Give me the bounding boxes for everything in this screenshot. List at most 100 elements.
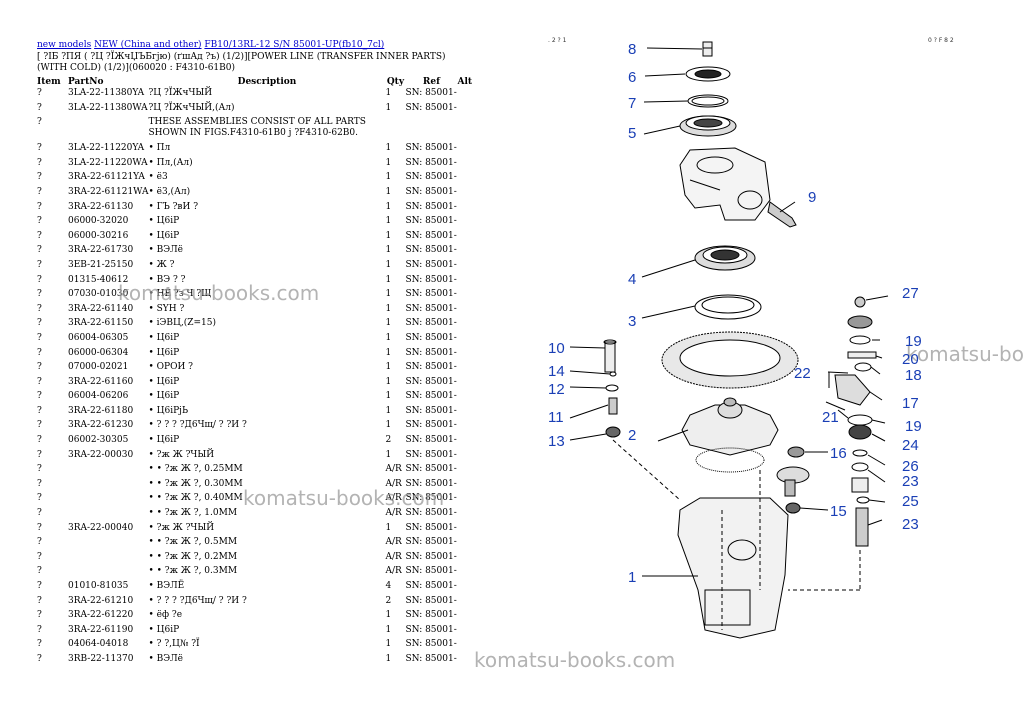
callout-number: 21 [822,409,839,426]
cell-description: • • ?ж Ж ?, 0.30MM [148,478,243,489]
diagram-corner-label-left: . 2 ? 1 [548,37,567,44]
cell-ref: SN: 85001- [405,318,457,329]
cell-item: ? [37,157,42,168]
cell-description: • Ц6іР [148,624,180,635]
cell-partno: 3RA-22-61130 [68,201,134,212]
part-spacer-ring [694,294,762,320]
breadcrumb-link-model[interactable]: FB10/13RL-12 S/N 85001-UP(fb10_7cl) [204,40,385,50]
cell-item: ? [37,493,42,504]
cell-item: ? [37,143,42,154]
cell-alt [457,245,477,260]
cell-item: ? [37,289,42,300]
cell-ref: SN: 85001- [405,449,457,460]
cell-alt [457,596,477,611]
callout-number: 6 [628,69,636,86]
cell-alt [457,348,477,363]
cell-ref: SN: 85001- [405,289,457,300]
cell-ref: SN: 85001- [405,566,457,577]
cell-qty: 1 [385,157,392,168]
cell-item: ? [37,566,42,577]
cell-ref: SN: 85001- [405,332,457,343]
cell-alt [457,420,477,435]
cell-partno: 3RA-22-61180 [68,405,134,416]
cell-qty: A/R [385,537,402,548]
cell-qty: 1 [385,624,392,635]
cell-alt [457,172,477,187]
part-main-housing [677,497,789,639]
cell-item: ? [37,449,42,460]
cell-item: ? [37,347,42,358]
cell-description: • Ц6іР [148,230,180,241]
callout-number: 19 [905,333,922,350]
cell-partno: 3RA-22-00030 [68,449,134,460]
callout-number: 14 [548,363,565,380]
callout-number: 10 [548,340,565,357]
callout-number: 15 [830,503,847,520]
breadcrumb-link-new-models[interactable]: new models [37,40,92,50]
cell-partno: 06000-06304 [68,347,129,358]
cell-qty: A/R [385,493,402,504]
cell-qty: 1 [385,318,392,329]
cell-qty: A/R [385,508,402,519]
cell-ref: SN: 85001- [405,551,457,562]
cell-item: ? [37,653,42,664]
cell-ref: SN: 85001- [405,435,457,446]
part-worm-shaft [608,397,618,415]
cell-alt [457,464,477,479]
cell-qty: 1 [385,201,392,212]
cell-description: • ? ? ? ?Д6Чщ/ ? ?И ? [148,595,247,606]
cell-alt [457,158,477,173]
cell-partno: 3RA-22-61190 [68,624,134,635]
callout-number: 18 [905,367,922,384]
cell-item: ? [37,216,42,227]
cell-qty: 1 [385,289,392,300]
header-qty: Qty [386,76,405,87]
callout-number: 1 [628,569,636,586]
cell-description: • ВЭЛЁ [148,581,185,591]
cell-description: • ? ? ? ?Д6Чщ/ ? ?И ? [148,420,247,431]
cell-ref: SN: 85001- [405,522,457,533]
cell-ref: SN: 85001- [405,347,457,358]
cell-item: ? [37,88,42,98]
callout-number: 24 [902,437,919,454]
cell-description: • Пл [148,143,171,154]
cell-ref: SN: 85001- [405,493,457,504]
cell-alt [457,625,477,640]
cell-qty: 1 [385,347,392,358]
cell-qty: 1 [385,639,392,650]
cell-item: ? [37,362,42,373]
cell-ref: SN: 85001- [405,653,457,664]
cell-item: ? [37,435,42,446]
watermark: komatsu-books.com [474,648,676,672]
cell-partno: 3RA-22-61121YA [68,172,145,183]
cell-partno: 3RB-22-11370 [68,653,134,664]
cell-alt [457,289,477,304]
cell-description: ?Ц ?ЇЖчЧЫЙ,(Ал) [148,102,235,113]
cell-partno [68,566,148,581]
cell-description: • • ?ж Ж ?, 0.5MM [148,537,238,548]
cell-item: ? [37,332,42,343]
cell-item: ? [37,259,42,270]
cell-partno: 07000-02021 [68,362,129,373]
cell-partno: 3LA-22-11220YA [68,143,145,154]
cell-qty: 1 [385,102,392,113]
breadcrumb-link-region[interactable]: NEW (China and other) [94,40,202,50]
cell-description: • Ц6іРјЬ [148,405,189,416]
cell-ref: SN: 85001- [405,201,457,212]
cell-qty: 2 [385,435,392,446]
cell-qty: 1 [385,653,392,664]
callout-number: 25 [902,493,919,510]
cell-item: ? [37,537,42,548]
cell-description: • ВЭЛё [148,653,183,664]
